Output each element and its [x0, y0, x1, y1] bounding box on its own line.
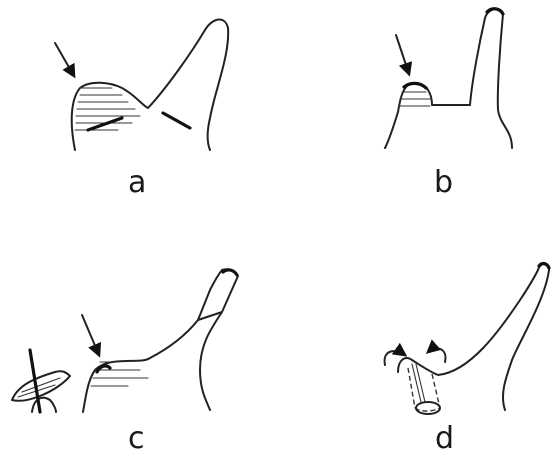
panel-b-outline	[385, 9, 512, 148]
panel-c-label: c	[128, 424, 145, 454]
panel-a-cut-line-right	[163, 113, 190, 128]
panel-c-tip-cap	[223, 270, 237, 275]
panel-a-drawing	[55, 20, 228, 150]
panel-b-drawing	[385, 9, 512, 148]
panel-b-arrow	[396, 35, 409, 74]
panel-c-arrow	[82, 315, 99, 355]
panel-c-remnant-stub	[32, 398, 56, 412]
panel-d-outline	[398, 264, 549, 410]
panel-c-drawing	[12, 269, 238, 412]
panel-d-segment-end	[416, 402, 440, 414]
panel-d-curved-arrow-right	[428, 348, 445, 362]
panel-d-tip-cap	[539, 264, 549, 268]
panel-d-label: d	[435, 424, 454, 454]
panel-b-shading	[399, 92, 430, 106]
panel-a-cut-line-left	[88, 118, 122, 130]
panel-a-label: a	[128, 168, 146, 198]
panel-c-outline	[83, 269, 238, 412]
panel-d-curved-arrow-left	[385, 351, 405, 365]
panel-b-stub-cap	[404, 83, 426, 88]
panel-d-drawing	[385, 264, 549, 414]
panel-b-label: b	[434, 168, 453, 198]
panel-b-tip-cap	[487, 9, 503, 14]
panel-d-pulled-segment	[408, 364, 440, 414]
panel-c-stub-cap	[97, 366, 110, 372]
panel-a-arrow	[55, 43, 74, 76]
panel-c-excised-piece	[12, 371, 70, 401]
